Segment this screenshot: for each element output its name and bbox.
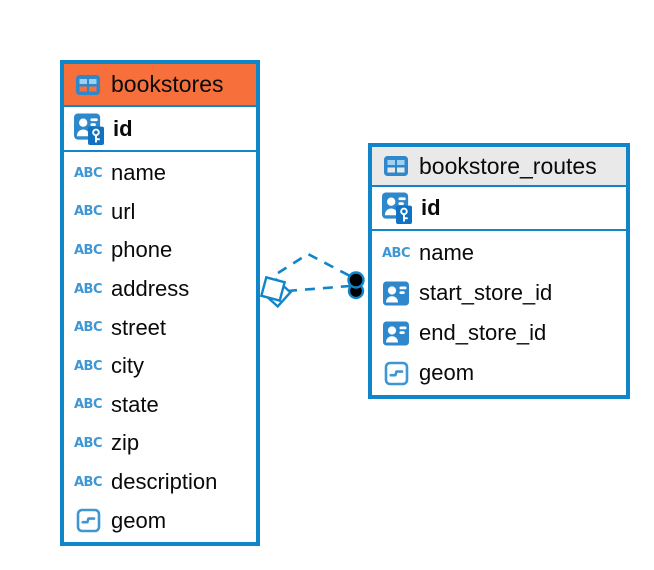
- column-label: description: [111, 469, 218, 495]
- column-label: url: [111, 198, 136, 224]
- pk-label: id: [113, 115, 133, 141]
- text-type-icon: ABC: [74, 397, 103, 413]
- geometry-type-icon: [382, 359, 410, 387]
- table-icon: [382, 152, 410, 180]
- table-node-bookstore-routes[interactable]: bookstore_routes id ABC name start_store_…: [368, 143, 630, 399]
- text-type-icon: ABC: [74, 242, 103, 258]
- column-label: geom: [111, 507, 167, 533]
- relationship-line[interactable]: [286, 284, 351, 293]
- column-list-bookstore-routes: ABC name start_store_id end_store_id geom: [372, 231, 626, 395]
- table-header-bookstores[interactable]: bookstores: [64, 64, 256, 107]
- table-title: bookstore_routes: [419, 152, 597, 179]
- geometry-type-icon: [74, 507, 102, 535]
- pk-label: id: [421, 195, 441, 220]
- column-row-state[interactable]: ABC state: [64, 386, 256, 425]
- column-label: street: [111, 314, 167, 340]
- column-label: state: [111, 391, 159, 417]
- column-row-street[interactable]: ABC street: [64, 308, 256, 347]
- relationship-source-diamond: [259, 275, 293, 309]
- column-label: phone: [111, 237, 173, 263]
- column-row-description[interactable]: ABC description: [64, 463, 256, 502]
- text-type-icon: ABC: [74, 320, 103, 336]
- table-header-bookstore-routes[interactable]: bookstore_routes: [372, 147, 626, 187]
- column-label: start_store_id: [419, 280, 553, 305]
- column-row-start_store_id[interactable]: start_store_id: [372, 273, 626, 313]
- relationship-end-dot: [347, 271, 365, 289]
- column-row-zip[interactable]: ABC zip: [64, 424, 256, 463]
- text-type-icon: ABC: [74, 435, 103, 451]
- column-label: city: [111, 353, 144, 379]
- column-row-phone[interactable]: ABC phone: [64, 231, 256, 270]
- relationship-line[interactable]: [277, 252, 351, 278]
- column-label: address: [111, 276, 190, 302]
- column-row-city[interactable]: ABC city: [64, 347, 256, 386]
- primary-key-icon: [382, 191, 412, 225]
- table-title: bookstores: [111, 71, 224, 97]
- text-type-icon: ABC: [74, 165, 103, 181]
- relationship-end-dot: [347, 282, 365, 300]
- primary-key-icon: [74, 112, 104, 146]
- column-row-end_store_id[interactable]: end_store_id: [372, 313, 626, 353]
- column-row-address[interactable]: ABC address: [64, 270, 256, 309]
- column-row-geom[interactable]: geom: [64, 501, 256, 540]
- text-type-icon: ABC: [74, 281, 103, 297]
- reference-column-icon: [382, 319, 410, 347]
- text-type-icon: ABC: [74, 474, 103, 490]
- column-label: name: [419, 240, 475, 265]
- column-label: name: [111, 160, 167, 186]
- pk-row-bookstores-id[interactable]: id: [64, 107, 256, 152]
- reference-column-icon: [382, 279, 410, 307]
- text-type-icon: ABC: [74, 204, 103, 220]
- column-row-name[interactable]: ABC name: [372, 233, 626, 273]
- column-label: geom: [419, 360, 475, 385]
- column-label: zip: [111, 430, 140, 456]
- column-row-name[interactable]: ABC name: [64, 154, 256, 193]
- table-icon: [74, 71, 102, 99]
- pk-row-bookstore-routes-id[interactable]: id: [372, 187, 626, 231]
- column-row-geom[interactable]: geom: [372, 353, 626, 393]
- column-label: end_store_id: [419, 320, 547, 345]
- text-type-icon: ABC: [382, 245, 411, 261]
- column-row-url[interactable]: ABC url: [64, 193, 256, 232]
- text-type-icon: ABC: [74, 358, 103, 374]
